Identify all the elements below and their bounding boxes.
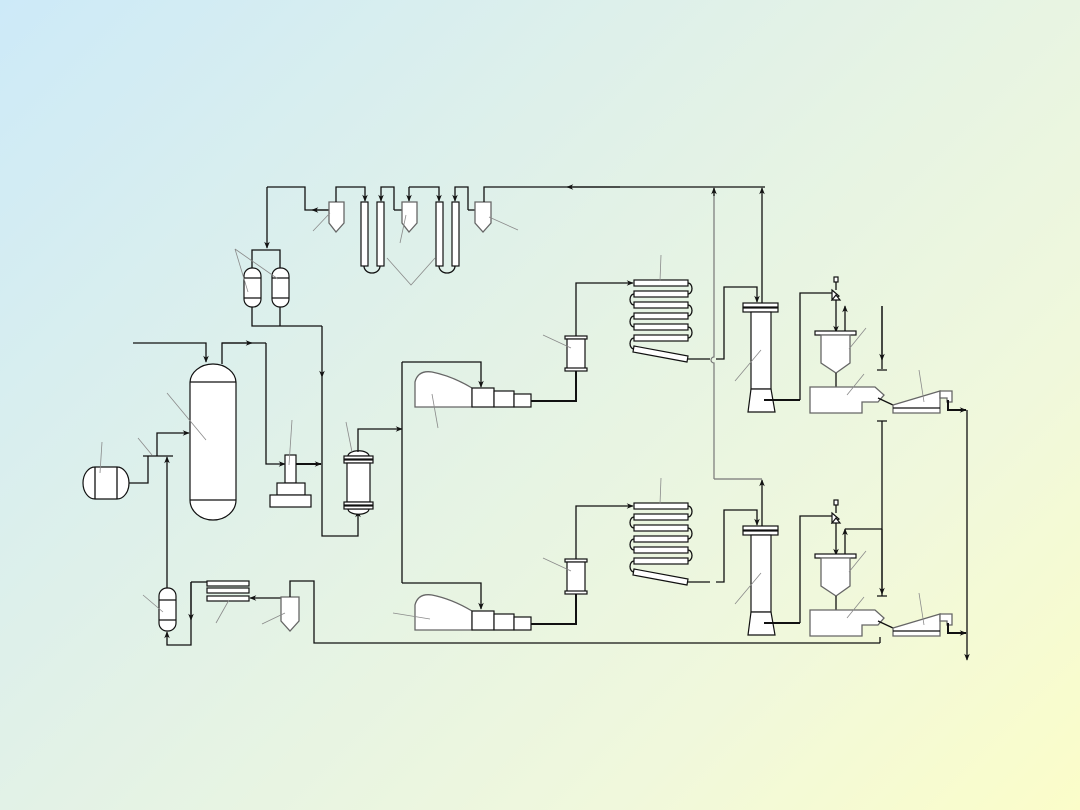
central-heat-exchanger <box>343 421 374 515</box>
separator <box>269 419 312 508</box>
reactor <box>166 363 237 521</box>
cyclone <box>328 201 345 234</box>
cyclone <box>474 201 492 233</box>
tube <box>451 201 460 267</box>
cyclone <box>280 596 300 632</box>
filter-pair <box>234 248 322 327</box>
filter-vessel-bottom <box>142 587 177 632</box>
cooler <box>206 580 250 624</box>
tube <box>435 201 444 267</box>
cyclone-tube-section <box>264 184 765 286</box>
production-train-bottom <box>531 478 966 636</box>
production-train-top <box>531 255 966 413</box>
kiln-top <box>414 371 532 429</box>
cyclone <box>401 201 418 234</box>
tube <box>376 201 385 267</box>
kiln-bottom <box>392 594 532 631</box>
filter-vessel <box>271 267 290 308</box>
tube <box>360 201 369 267</box>
storage-drum <box>82 441 130 500</box>
